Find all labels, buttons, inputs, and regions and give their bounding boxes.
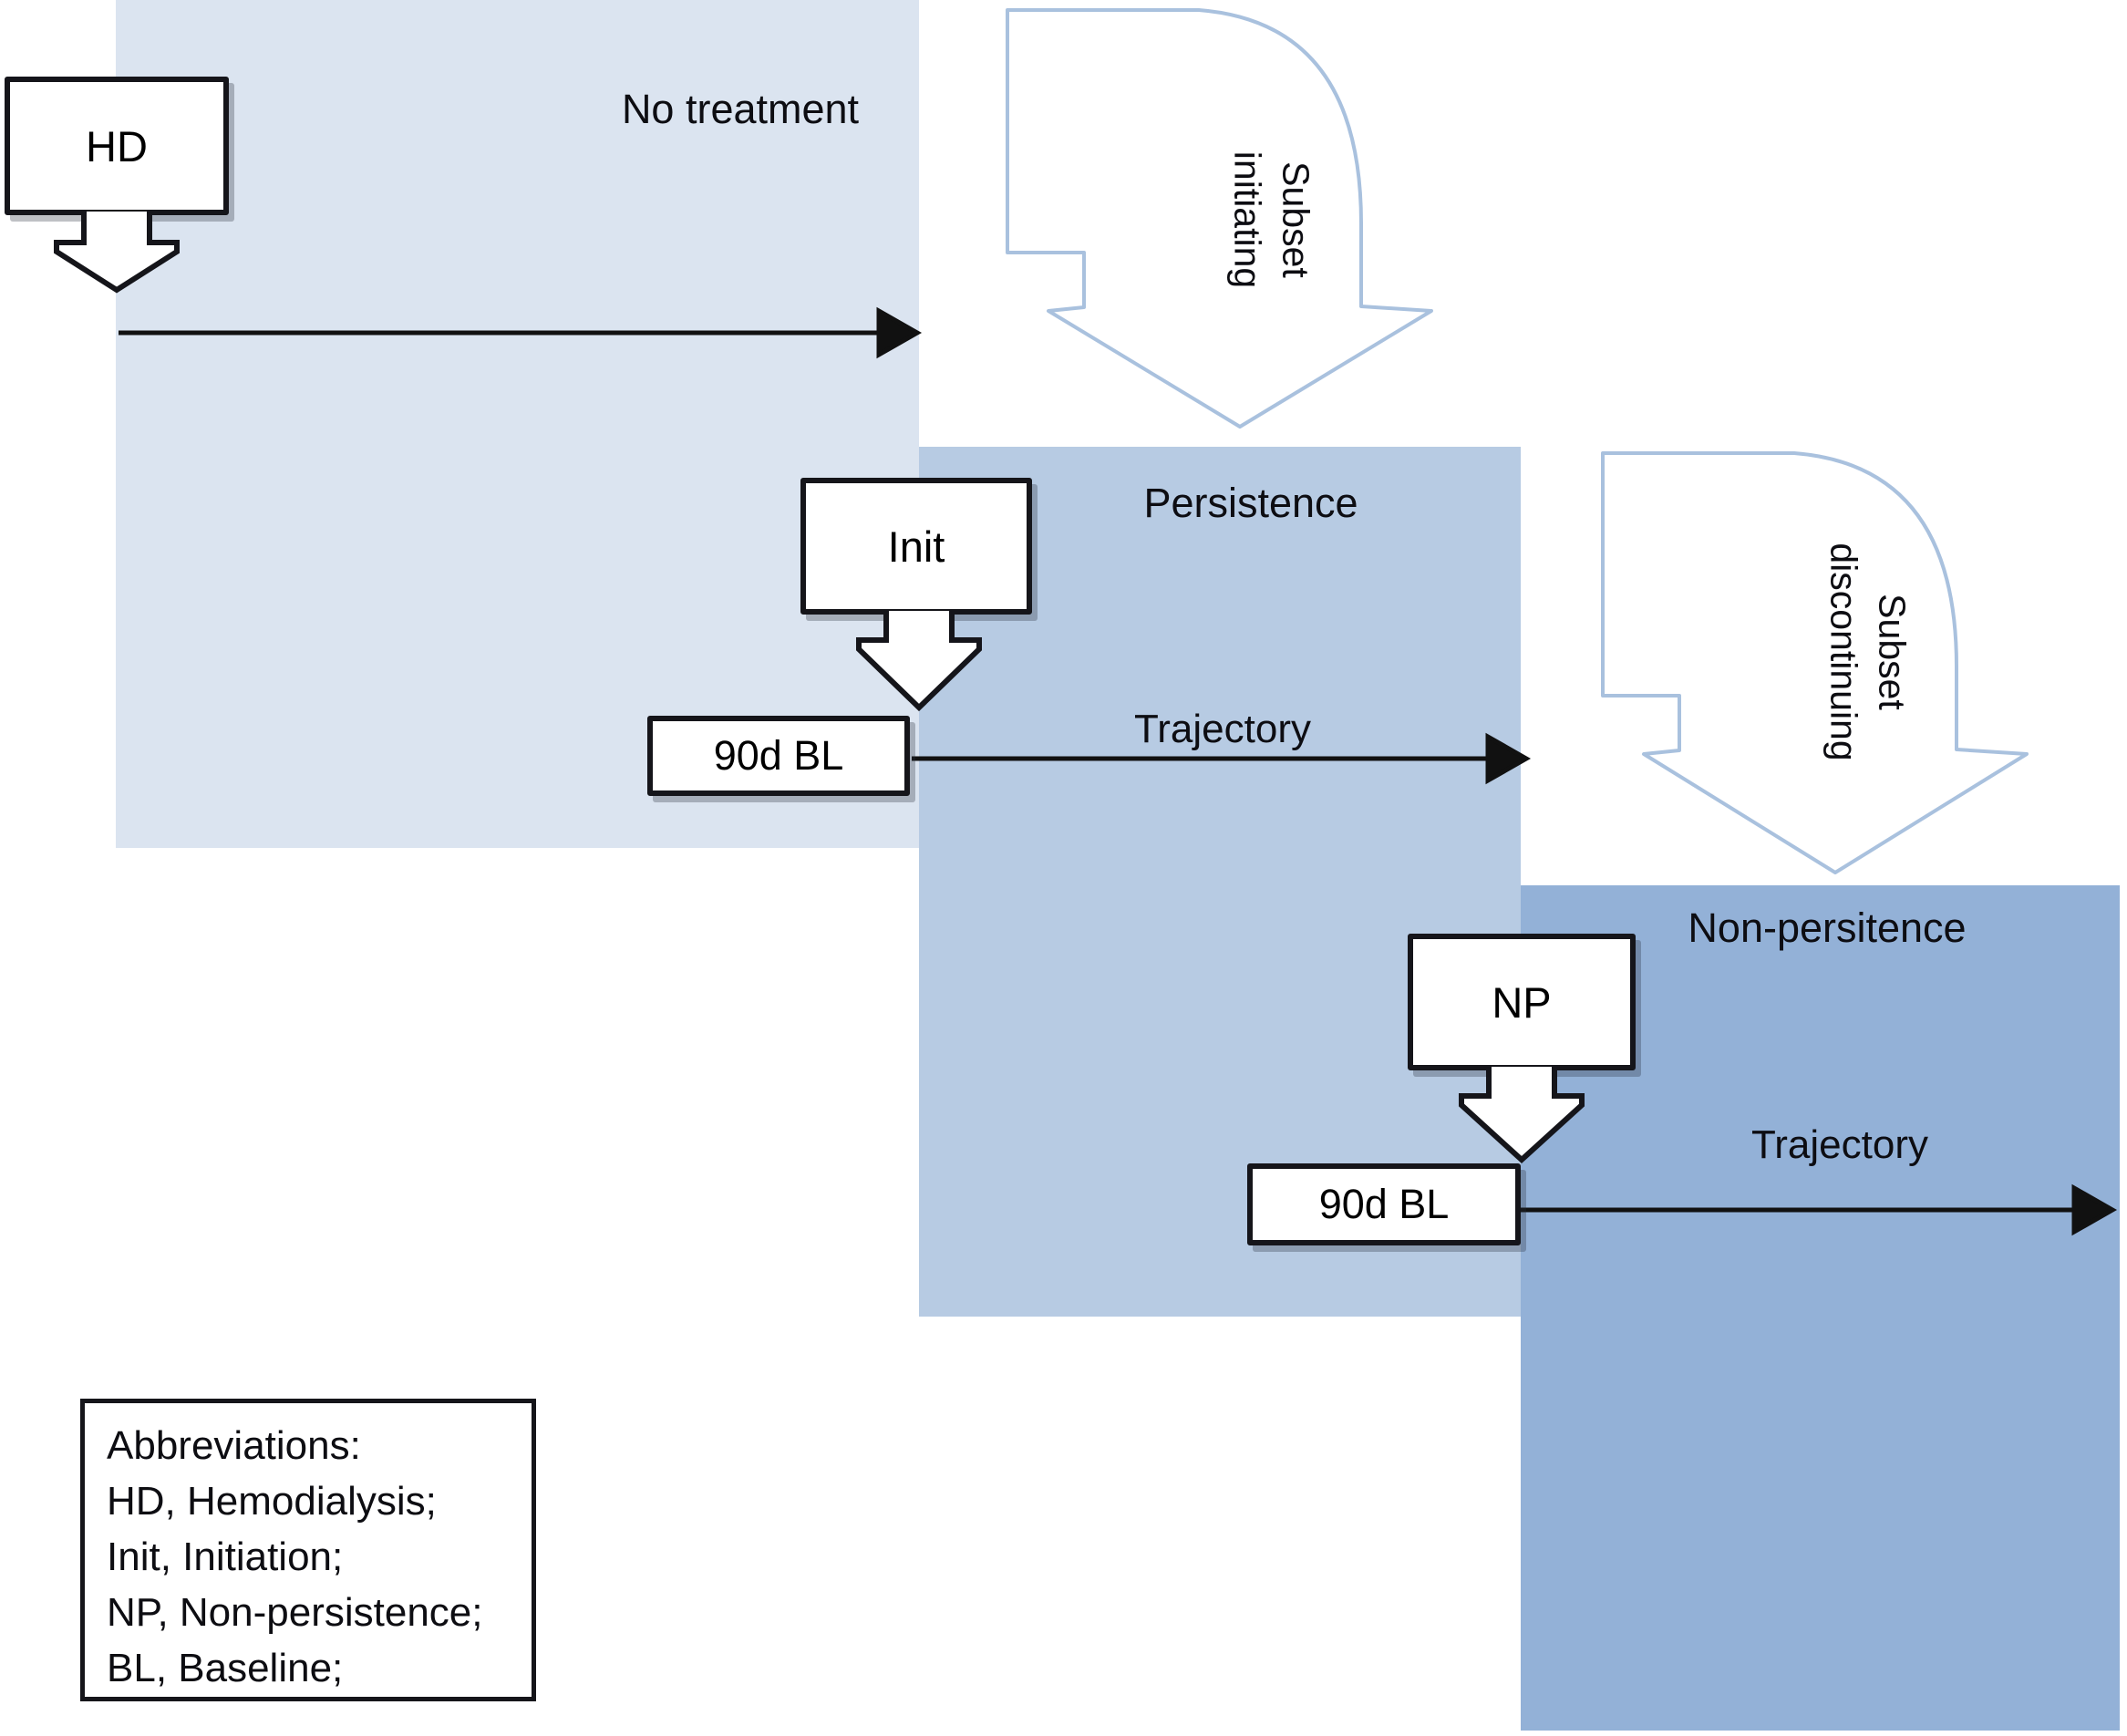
baseline-box-persistence: 90d BL [647, 716, 910, 796]
hd-event-box: HD [5, 77, 229, 215]
arrowhead-right-icon [2071, 1183, 2118, 1236]
persistence-trajectory-arrow [912, 732, 1532, 785]
baseline-box-non-persistence: 90d BL [1247, 1163, 1521, 1245]
hd-down-arrow-icon [54, 212, 180, 294]
legend-item-hd: HD, Hemodialysis; [107, 1479, 437, 1524]
no-treatment-label: No treatment [621, 86, 860, 132]
init-event-box: Init [800, 478, 1032, 615]
legend-item-bl: BL, Baseline; [107, 1646, 344, 1690]
abbreviations-legend-box: Abbreviations: HD, Hemodialysis; Init, I… [80, 1399, 536, 1701]
legend-item-init: Init, Initiation; [107, 1534, 344, 1579]
baseline-box-persistence-label: 90d BL [713, 732, 844, 779]
baseline-box-non-persistence-label: 90d BL [1318, 1181, 1450, 1227]
arrowhead-right-icon [876, 306, 923, 359]
legend-title: Abbreviations: [107, 1423, 361, 1468]
legend-item-np: NP, Non-persistence; [107, 1590, 483, 1635]
hd-timeline-arrow [119, 306, 923, 359]
persistence-label: Persistence [1143, 480, 1358, 526]
subset-initiating-arrow-icon [1006, 8, 1433, 429]
np-event-box: NP [1408, 934, 1636, 1070]
arrowhead-right-icon [1485, 732, 1532, 785]
init-down-arrow-icon [856, 611, 982, 712]
subset-discontinuing-label: Subset discontinuing [1822, 542, 1914, 761]
persistence-trajectory-label: Trajectory [1134, 707, 1311, 751]
np-event-box-label: NP [1492, 977, 1552, 1027]
np-down-arrow-icon [1459, 1067, 1585, 1164]
non-persistence-trajectory-label: Trajectory [1751, 1122, 1928, 1167]
no-treatment-phase-block [116, 0, 919, 848]
hd-event-box-label: HD [86, 121, 148, 170]
subset-discontinuing-arrow-icon [1601, 451, 2029, 874]
non-persistence-trajectory-arrow [1521, 1183, 2118, 1236]
init-event-box-label: Init [887, 522, 945, 571]
subset-initiating-label: Subset initiating [1226, 150, 1317, 289]
non-persistence-label: Non-persitence [1688, 904, 1967, 951]
